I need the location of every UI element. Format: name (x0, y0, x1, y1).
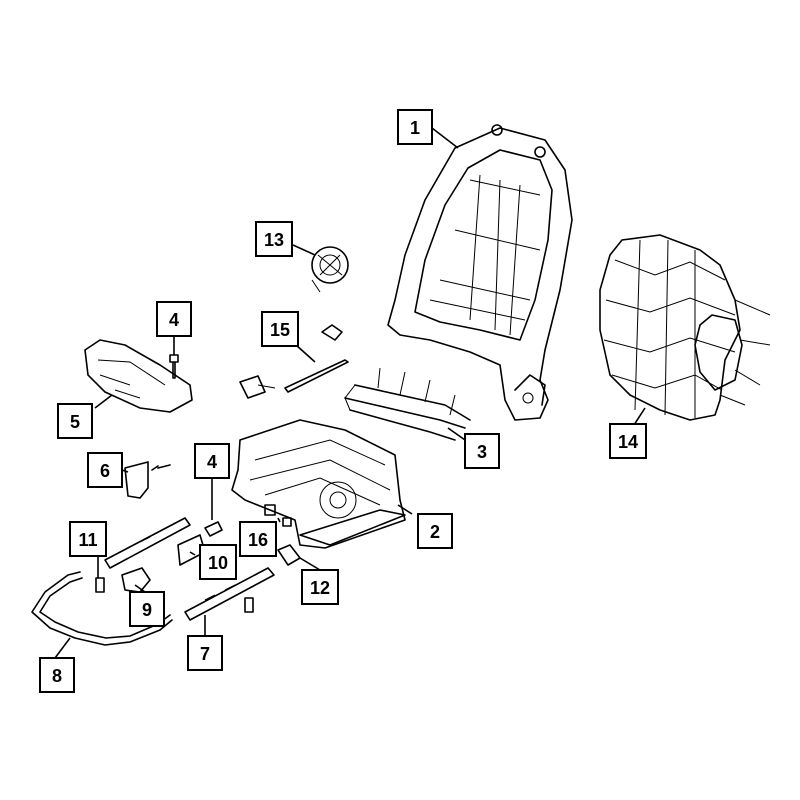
part-seat-track-inner (95, 517, 191, 593)
callout-13-label: 13 (264, 230, 284, 250)
callout-16: 16 (239, 521, 277, 557)
part-clip (277, 544, 301, 566)
leader-lines (54, 127, 646, 659)
callout-16-label: 16 (248, 530, 268, 550)
callout-1: 1 (397, 109, 433, 145)
callout-13: 13 (255, 221, 293, 257)
callout-6-label: 6 (100, 461, 110, 481)
callout-7-label: 7 (200, 644, 210, 664)
callout-12: 12 (301, 569, 339, 605)
callout-5: 5 (57, 403, 93, 439)
part-towel-bar (31, 571, 173, 646)
callout-11: 11 (69, 521, 107, 557)
callout-3-label: 3 (477, 442, 487, 462)
part-track-bracket (121, 567, 151, 593)
part-bolt-lower (204, 521, 223, 537)
callout-12-label: 12 (310, 578, 330, 598)
part-seat-track-outer (184, 567, 275, 621)
callout-9-label: 9 (142, 600, 152, 620)
part-back-suspension-mat (599, 234, 771, 421)
callout-15: 15 (261, 311, 299, 347)
part-recliner-knob (311, 246, 349, 293)
callout-4-lower-label: 4 (207, 452, 217, 472)
callout-1-label: 1 (410, 118, 420, 138)
callout-14-label: 14 (618, 432, 638, 452)
callout-4-upper: 4 (156, 301, 192, 337)
callout-2: 2 (417, 513, 453, 549)
callout-15-label: 15 (270, 320, 290, 340)
callout-7: 7 (187, 635, 223, 671)
callout-10-label: 10 (208, 553, 228, 573)
callout-14: 14 (609, 423, 647, 459)
callout-11-label: 11 (78, 530, 97, 550)
part-seat-back-frame (387, 124, 573, 421)
callout-4-upper-label: 4 (169, 310, 179, 330)
part-bracket (124, 461, 171, 499)
callout-5-label: 5 (70, 412, 80, 432)
callout-10: 10 (199, 544, 237, 580)
callout-2-label: 2 (430, 522, 440, 542)
callout-4-lower: 4 (194, 443, 230, 479)
callout-9: 9 (129, 591, 165, 627)
part-screw-upper (169, 354, 179, 379)
callout-8: 8 (39, 657, 75, 693)
part-bolts (264, 504, 292, 527)
part-side-shield (84, 339, 193, 413)
part-seat-cushion-frame (231, 419, 406, 549)
callout-8-label: 8 (52, 666, 62, 686)
callout-6: 6 (87, 452, 123, 488)
part-cable-and-clip (239, 324, 349, 399)
callout-3: 3 (464, 433, 500, 469)
part-seat-springs (344, 367, 471, 441)
